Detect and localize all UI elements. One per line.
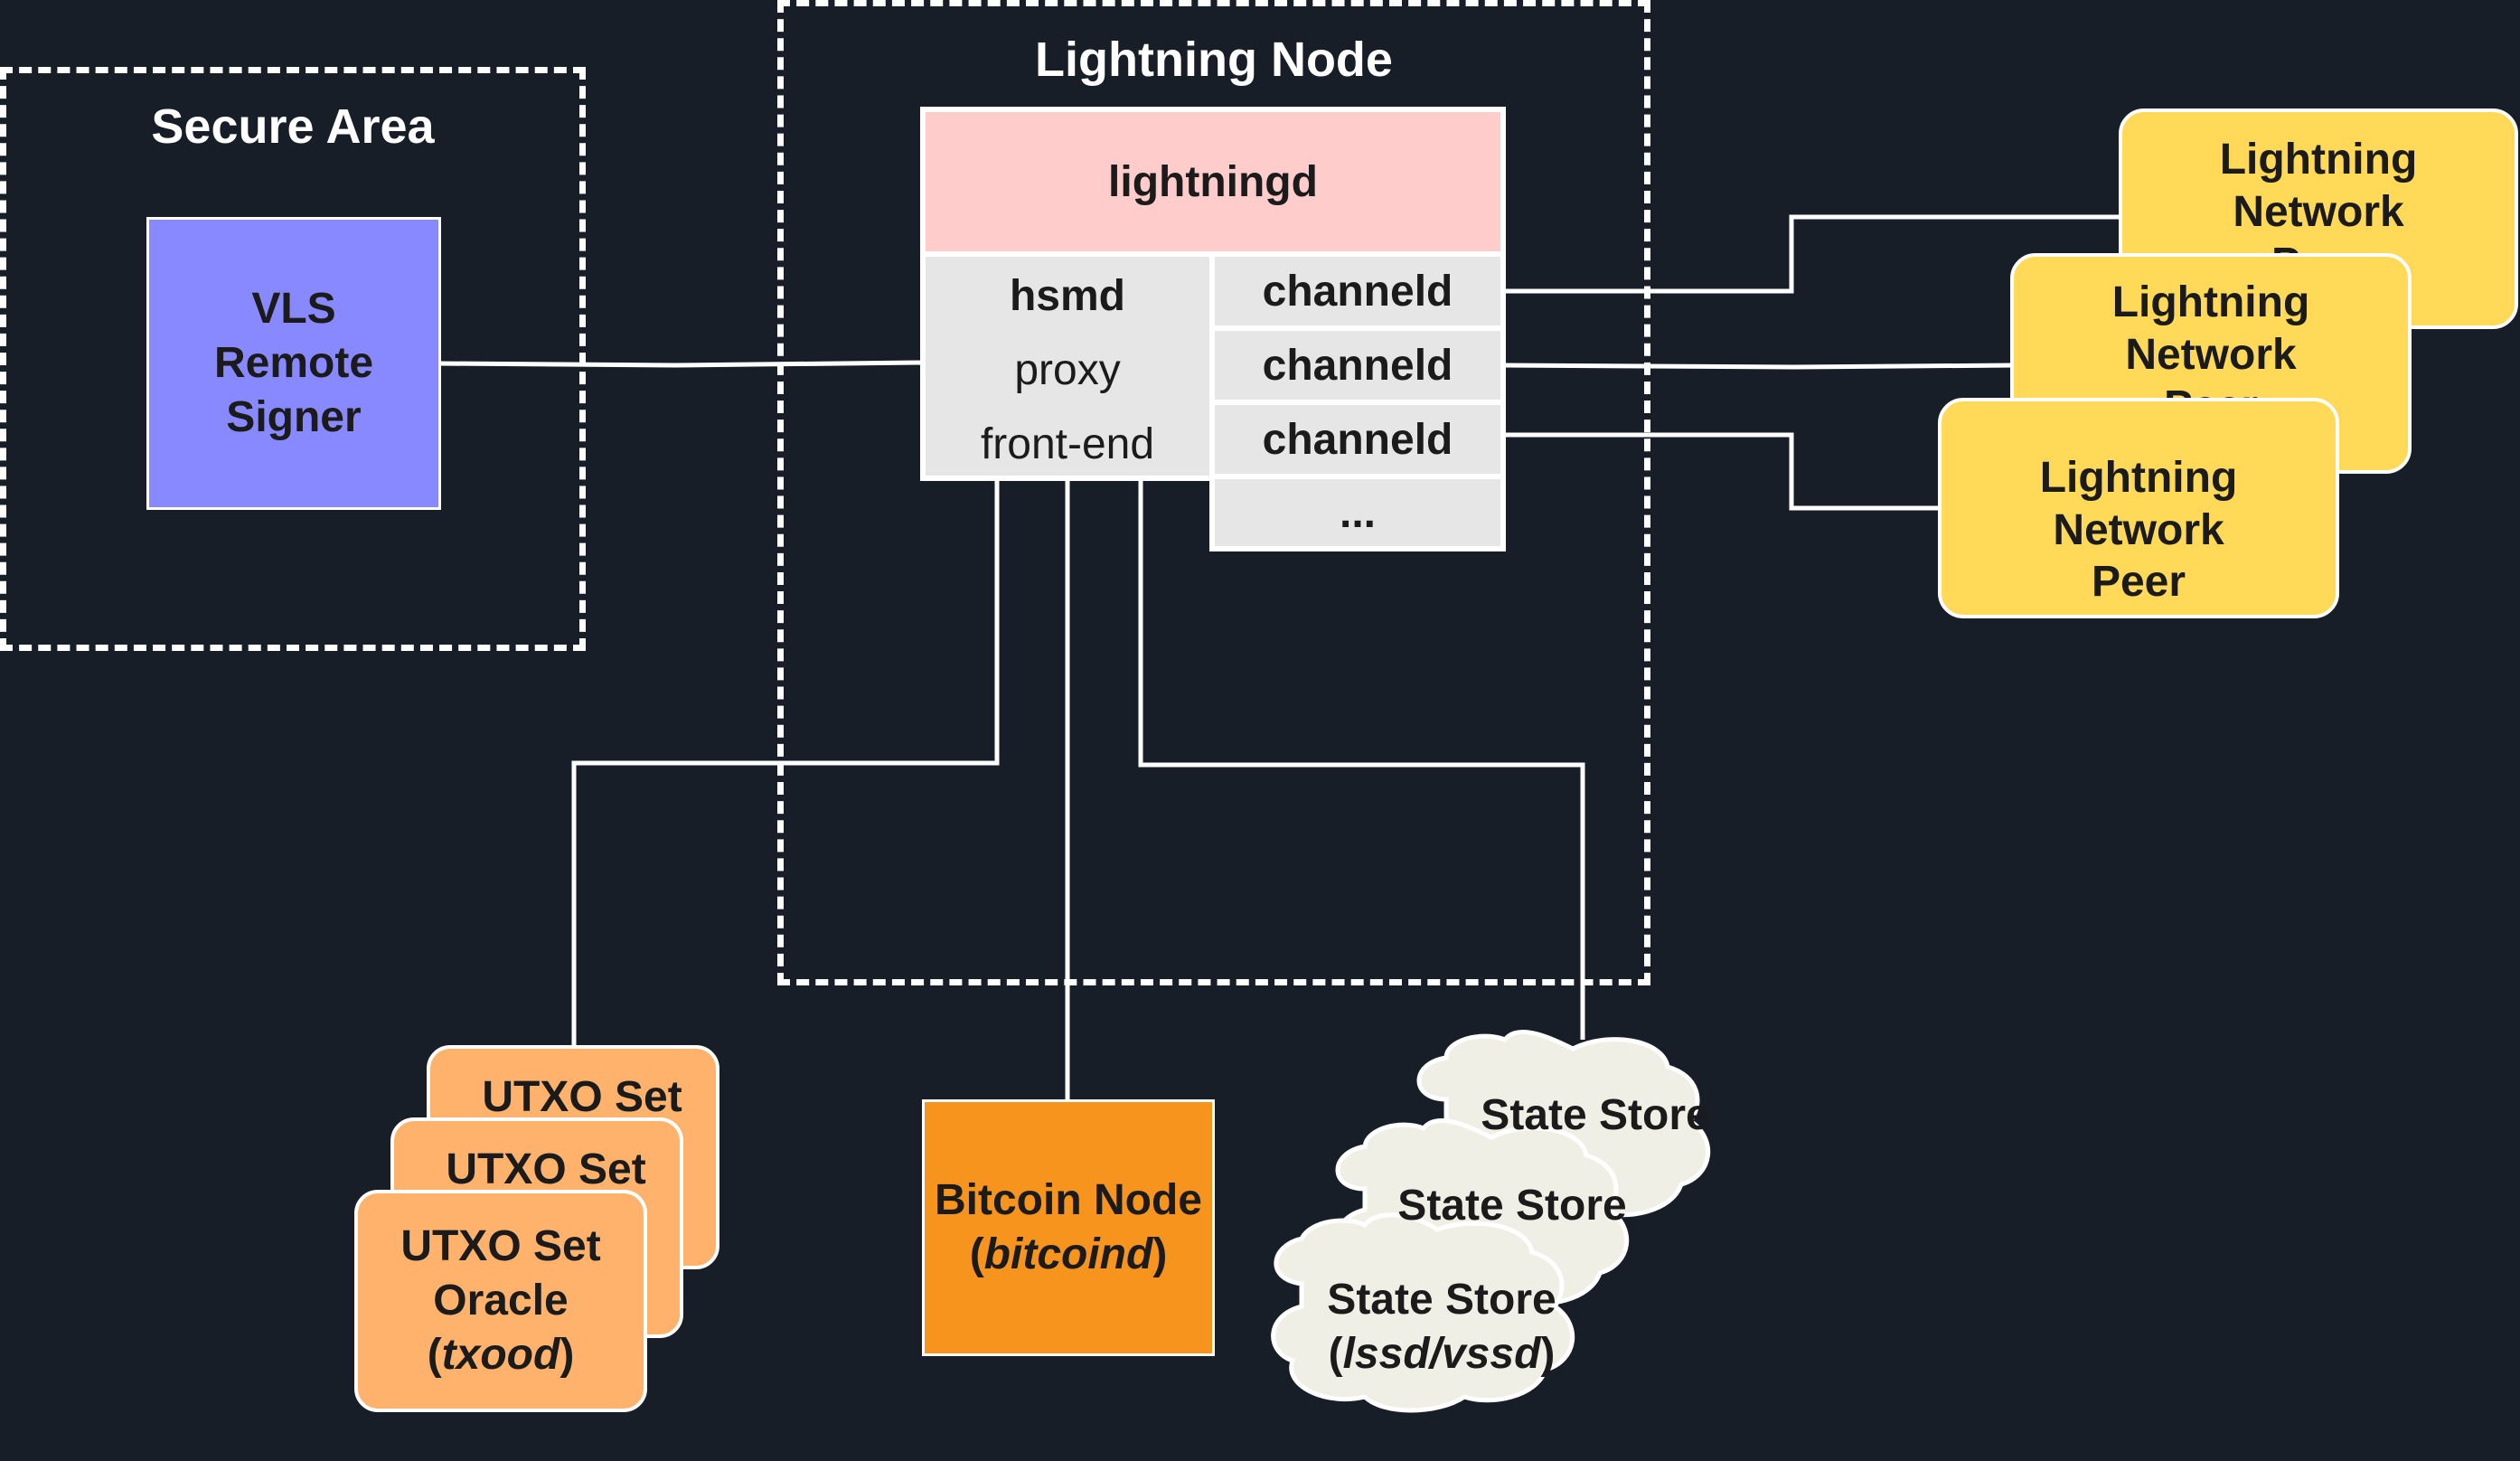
signer-label-2: Remote <box>213 339 374 387</box>
proxy-label: proxy <box>1014 346 1121 394</box>
peer-3-label-1: Lightning Network <box>2039 454 2238 554</box>
peer-1-label-1: Lightning Network <box>2219 136 2418 236</box>
bitcoin-node-label-2: (bitcoind) <box>969 1230 1168 1278</box>
peer-2-label-1: Lightning Network <box>2111 278 2310 379</box>
channel2-peer2-link <box>1501 363 2015 370</box>
utxo-oracle-label-2: Oracle <box>433 1277 569 1324</box>
state-store-label-2: State Store <box>1397 1182 1627 1230</box>
state-store-front-label: State Store (lssd/vssd) <box>1311 1273 1573 1381</box>
hsmd-proxy-box: hsmd proxy front-end <box>920 251 1215 481</box>
state-store-label-4: (lssd/vssd) <box>1328 1330 1556 1378</box>
utxo-oracle-label-3: (txood) <box>427 1331 575 1379</box>
bitcoin-node-label-1: Bitcoin Node <box>935 1176 1202 1224</box>
secure-area-title: Secure Area <box>151 99 435 154</box>
utxo-oracle-label-1: UTXO Set <box>400 1222 601 1270</box>
peer-3-label-2: Peer <box>2091 558 2186 607</box>
hsmd-label: hsmd <box>1009 272 1125 320</box>
channeld-more-label: ... <box>1339 488 1376 537</box>
utxo-set-oracle-box: UTXO Set Oracle (txood) <box>354 1190 647 1412</box>
utxo-set-label-1: UTXO Set <box>482 1073 682 1121</box>
lightningd-box: lightningd <box>920 107 1506 257</box>
bitcoin-node-box: Bitcoin Node (bitcoind) <box>922 1099 1215 1356</box>
channeld-label-1: channeld <box>1262 267 1453 316</box>
channeld-label-3: channeld <box>1262 415 1453 464</box>
state-store-label-1: State Store <box>1481 1091 1710 1139</box>
channeld-box-2: channeld <box>1209 325 1506 405</box>
node-utxo-link <box>571 476 1000 1049</box>
lightning-node-region: Lightning Node <box>777 0 1650 985</box>
lightning-node-title: Lightning Node <box>1035 33 1393 87</box>
state-store-cloud-3 <box>1271 1212 1575 1413</box>
channeld-more-box: ... <box>1209 474 1506 551</box>
vls-remote-signer: VLS Remote Signer <box>146 217 441 510</box>
secure-area-region: Secure Area <box>0 67 586 651</box>
lightningd-label: lightningd <box>1108 157 1318 206</box>
utxo-set-label-2: UTXO Set <box>446 1145 646 1193</box>
channeld-label-2: channeld <box>1262 341 1453 390</box>
state-store-label-3: State Store <box>1327 1276 1556 1324</box>
lightning-peer-3: Lightning Network Peer <box>1938 398 2339 618</box>
signer-label-1: VLS <box>251 285 336 333</box>
node-statestore-link <box>1138 476 1585 1040</box>
signer-label-3: Signer <box>226 393 362 441</box>
front-end-label: front-end <box>980 420 1155 468</box>
signer-hsmd-link <box>437 360 925 368</box>
